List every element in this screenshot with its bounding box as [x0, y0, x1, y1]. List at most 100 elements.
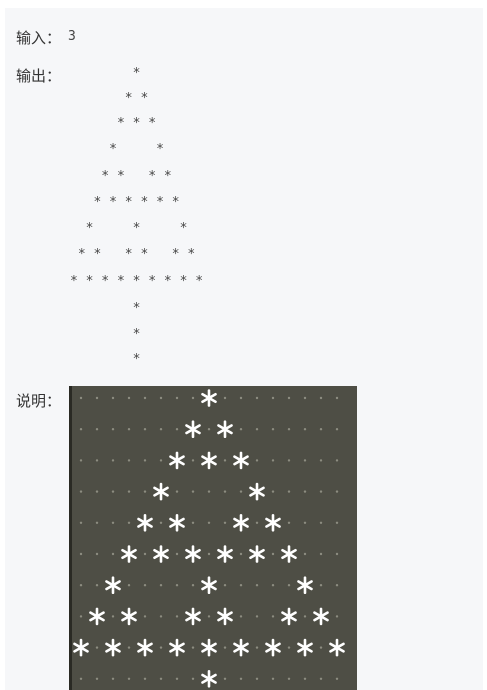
grid-star — [169, 638, 185, 657]
grid-star — [185, 607, 201, 626]
grid-dot — [111, 428, 115, 431]
grid-dot — [303, 677, 307, 680]
grid-dot — [175, 677, 179, 680]
grid-dot — [223, 490, 227, 493]
grid-dot — [335, 677, 339, 680]
grid-dot — [95, 584, 99, 587]
grid-dot — [191, 521, 195, 524]
grid-dot — [143, 677, 147, 680]
grid-dot — [79, 677, 83, 680]
grid-dot — [319, 428, 323, 431]
grid-dot — [79, 396, 83, 400]
output-label: 输出： — [16, 67, 62, 85]
grid-dot — [175, 552, 179, 556]
grid-dot — [271, 459, 275, 462]
grid-dot — [287, 396, 291, 400]
grid-star — [153, 545, 169, 563]
grid-dot — [319, 490, 323, 493]
grid-star — [105, 638, 121, 657]
grid-dot — [175, 615, 179, 618]
input-value: 3 — [68, 29, 76, 44]
grid-star — [281, 607, 297, 626]
grid-dot — [127, 677, 131, 680]
grid-dot — [111, 521, 115, 524]
grid-dot — [255, 646, 259, 649]
grid-star — [233, 451, 249, 470]
grid-star — [89, 607, 105, 626]
grid-dot — [255, 459, 259, 462]
grid-dot — [95, 459, 99, 462]
grid-star — [121, 607, 137, 626]
grid-dot — [319, 584, 323, 587]
grid-star — [297, 638, 313, 657]
grid-dot — [191, 459, 195, 462]
output-line: * * * — [70, 116, 157, 131]
grid-star — [105, 576, 121, 594]
grid-dot — [175, 396, 179, 400]
grid-dot — [303, 615, 307, 618]
grid-dot — [207, 552, 211, 556]
grid-dot — [223, 396, 227, 400]
output-line: * * * * * * * * * — [70, 274, 204, 289]
grid-dot — [127, 396, 131, 400]
grid-dot — [127, 584, 131, 587]
grid-dot — [287, 677, 291, 680]
grid-star — [169, 451, 185, 470]
grid-dot — [95, 677, 99, 680]
grid-dot — [159, 615, 163, 618]
grid-dot — [143, 552, 147, 556]
grid-dot — [159, 459, 163, 462]
grid-dot — [335, 396, 339, 400]
grid-dot — [303, 490, 307, 493]
grid-dot — [191, 677, 195, 680]
grid-dot — [159, 521, 163, 524]
grid-dot — [239, 552, 243, 556]
grid-dot — [335, 459, 339, 462]
grid-dot — [287, 428, 291, 431]
grid-dot — [303, 428, 307, 431]
grid-dot — [143, 459, 147, 462]
grid-dot — [271, 615, 275, 618]
grid-dot — [127, 459, 131, 462]
grid-dot — [79, 428, 83, 431]
grid-star — [137, 514, 153, 532]
grid-dot — [191, 490, 195, 493]
grid-dot — [239, 490, 243, 493]
explanation-grid — [73, 389, 345, 688]
grid-star — [297, 576, 313, 594]
grid-dot — [111, 490, 115, 493]
grid-dot — [319, 552, 323, 556]
grid-dot — [271, 677, 275, 680]
grid-star — [265, 514, 281, 532]
grid-dot — [159, 584, 163, 587]
grid-dot — [191, 646, 195, 649]
grid-dot — [319, 646, 323, 649]
grid-dot — [303, 552, 307, 556]
output-line: * * * — [70, 221, 188, 236]
grid-dot — [95, 552, 99, 556]
grid-dot — [111, 459, 115, 462]
grid-dot — [95, 646, 99, 649]
grid-dot — [127, 521, 131, 524]
grid-dot — [207, 428, 211, 431]
grid-dot — [207, 490, 211, 493]
grid-dot — [239, 396, 243, 400]
grid-dot — [127, 490, 131, 493]
grid-star — [281, 545, 297, 563]
grid-star — [121, 545, 137, 563]
grid-star — [249, 482, 265, 501]
grid-dot — [239, 615, 243, 618]
grid-star — [201, 638, 217, 657]
grid-dot — [143, 490, 147, 493]
grid-dot — [239, 428, 243, 431]
grid-dot — [159, 428, 163, 431]
grid-dot — [95, 396, 99, 400]
grid-dot — [255, 428, 259, 431]
grid-dot — [207, 521, 211, 524]
grid-dot — [95, 428, 99, 431]
output-line: * * — [70, 91, 149, 106]
output-line: * — [70, 352, 141, 367]
output-line: * * — [70, 142, 164, 157]
grid-star — [169, 514, 185, 532]
explanation-label: 说明： — [16, 392, 62, 410]
